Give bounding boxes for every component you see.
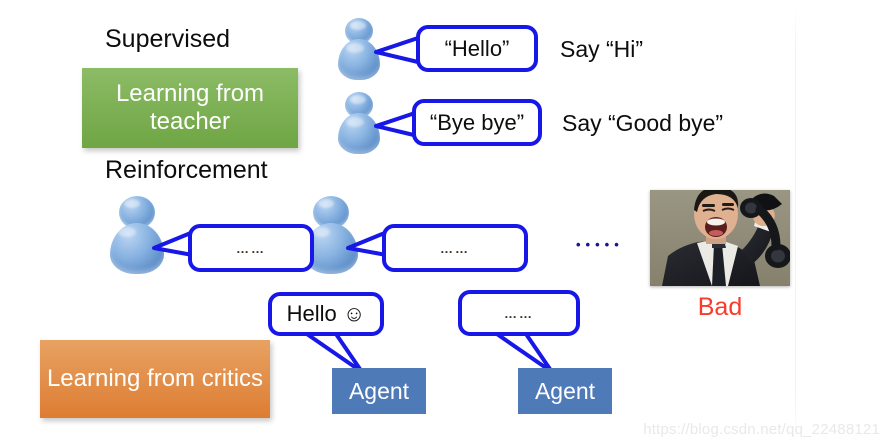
avatar-teacher-1: [336, 18, 382, 80]
category-box-learning-from-teacher: Learning from teacher: [82, 68, 298, 148]
heading-reinforcement: Reinforcement: [105, 156, 268, 184]
agent-box-1: Agent: [332, 368, 426, 414]
speech-bubble-bye-bye: “Bye bye”: [412, 99, 542, 146]
outcome-label-bad: Bad: [697, 293, 743, 321]
angry-man-telephone-icon: [650, 190, 790, 286]
slide-right-edge: [795, 0, 796, 442]
bubble-tail-teacher-1: [374, 36, 420, 64]
sequence-ellipsis: •••••: [576, 237, 624, 252]
bubble-dots: ……: [236, 240, 266, 256]
avatar-user-2: [302, 196, 360, 274]
outcome-photo: [650, 190, 790, 286]
bubble-dots: ……: [440, 240, 470, 256]
avatar-body-icon: [338, 39, 380, 80]
speech-bubble-agent-2: ……: [458, 290, 580, 336]
agent-box-2: Agent: [518, 368, 612, 414]
category-box-learning-from-critics: Learning from critics: [40, 340, 270, 418]
caption-say-good-bye: Say “Good bye”: [562, 110, 724, 136]
heading-supervised: Supervised: [105, 25, 231, 53]
avatar-teacher-2: [336, 92, 382, 154]
avatar-body-icon: [338, 113, 380, 154]
watermark-url: https://blog.csdn.net/qq_22488121: [643, 421, 880, 438]
bubble-dots: ……: [504, 305, 534, 321]
speech-bubble-user-2: ……: [382, 224, 528, 272]
speech-bubble-agent-1: Hello ☺: [268, 292, 384, 336]
speech-bubble-hello: “Hello”: [416, 25, 538, 72]
caption-say-hi: Say “Hi”: [560, 36, 644, 62]
speech-bubble-user-1: ……: [188, 224, 314, 272]
